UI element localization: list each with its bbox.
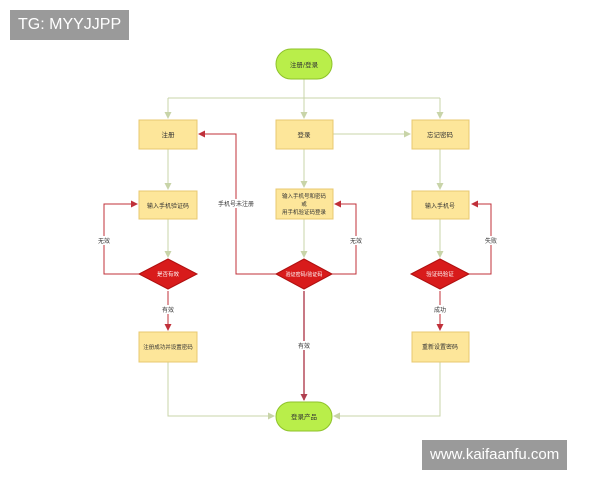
node-register-label: 注册 xyxy=(162,130,176,139)
edge-reset-end xyxy=(333,362,441,420)
node-check-valid: 是否有效 xyxy=(137,258,199,290)
node-register: 注册 xyxy=(138,119,198,150)
watermark-bottom: www.kaifaanfu.com xyxy=(422,440,568,470)
node-check-valid-label: 是否有效 xyxy=(157,270,180,278)
node-verify-login-label: 验证密码/验证码 xyxy=(286,271,323,278)
node-start: 注册/登录 xyxy=(275,48,333,80)
node-input-phone: 输入手机号 xyxy=(411,190,470,220)
label-fail-right: 失败 xyxy=(485,237,497,245)
node-forgot-label: 忘记密码 xyxy=(427,130,454,139)
label-valid-mid: 有效 xyxy=(298,342,310,350)
node-login: 登录 xyxy=(275,119,334,150)
node-login-input-line1: 输入手机号和密码 xyxy=(282,192,327,200)
label-invalid-left: 无效 xyxy=(98,237,110,245)
node-input-phone-label: 输入手机号 xyxy=(425,202,455,210)
node-end-label: 登录产品 xyxy=(291,412,317,421)
label-valid-left: 有效 xyxy=(162,306,174,314)
node-input-code-label: 输入手机验证码 xyxy=(147,202,189,210)
node-forgot: 忘记密码 xyxy=(411,119,470,150)
node-verify-login: 验证密码/验证码 xyxy=(274,258,334,290)
edge-start-split xyxy=(168,79,440,99)
node-verify-code: 验证码验证 xyxy=(409,258,471,290)
node-login-input-line2: 或 xyxy=(301,200,307,208)
watermark-top: TG: MYYJJPP xyxy=(10,10,130,40)
node-login-input: 输入手机号和密码 或 用手机验证码登录 xyxy=(275,188,334,220)
edge-regsuccess-end xyxy=(167,362,275,420)
node-reg-success: 注册成功并设置密码 xyxy=(138,331,198,363)
label-unregistered: 手机号未注册 xyxy=(218,200,254,208)
node-input-code: 输入手机验证码 xyxy=(138,190,198,220)
node-verify-code-label: 验证码验证 xyxy=(426,270,454,278)
label-invalid-mid: 无效 xyxy=(350,237,362,245)
node-login-label: 登录 xyxy=(298,130,312,139)
node-end: 登录产品 xyxy=(275,401,333,432)
node-reg-success-label: 注册成功并设置密码 xyxy=(143,343,193,351)
label-success-right: 成功 xyxy=(434,306,446,314)
node-reset-pwd: 重新设置密码 xyxy=(411,331,470,363)
node-start-label: 注册/登录 xyxy=(290,60,319,69)
node-login-input-line3: 用手机验证码登录 xyxy=(282,208,327,216)
node-reset-pwd-label: 重新设置密码 xyxy=(422,343,458,351)
